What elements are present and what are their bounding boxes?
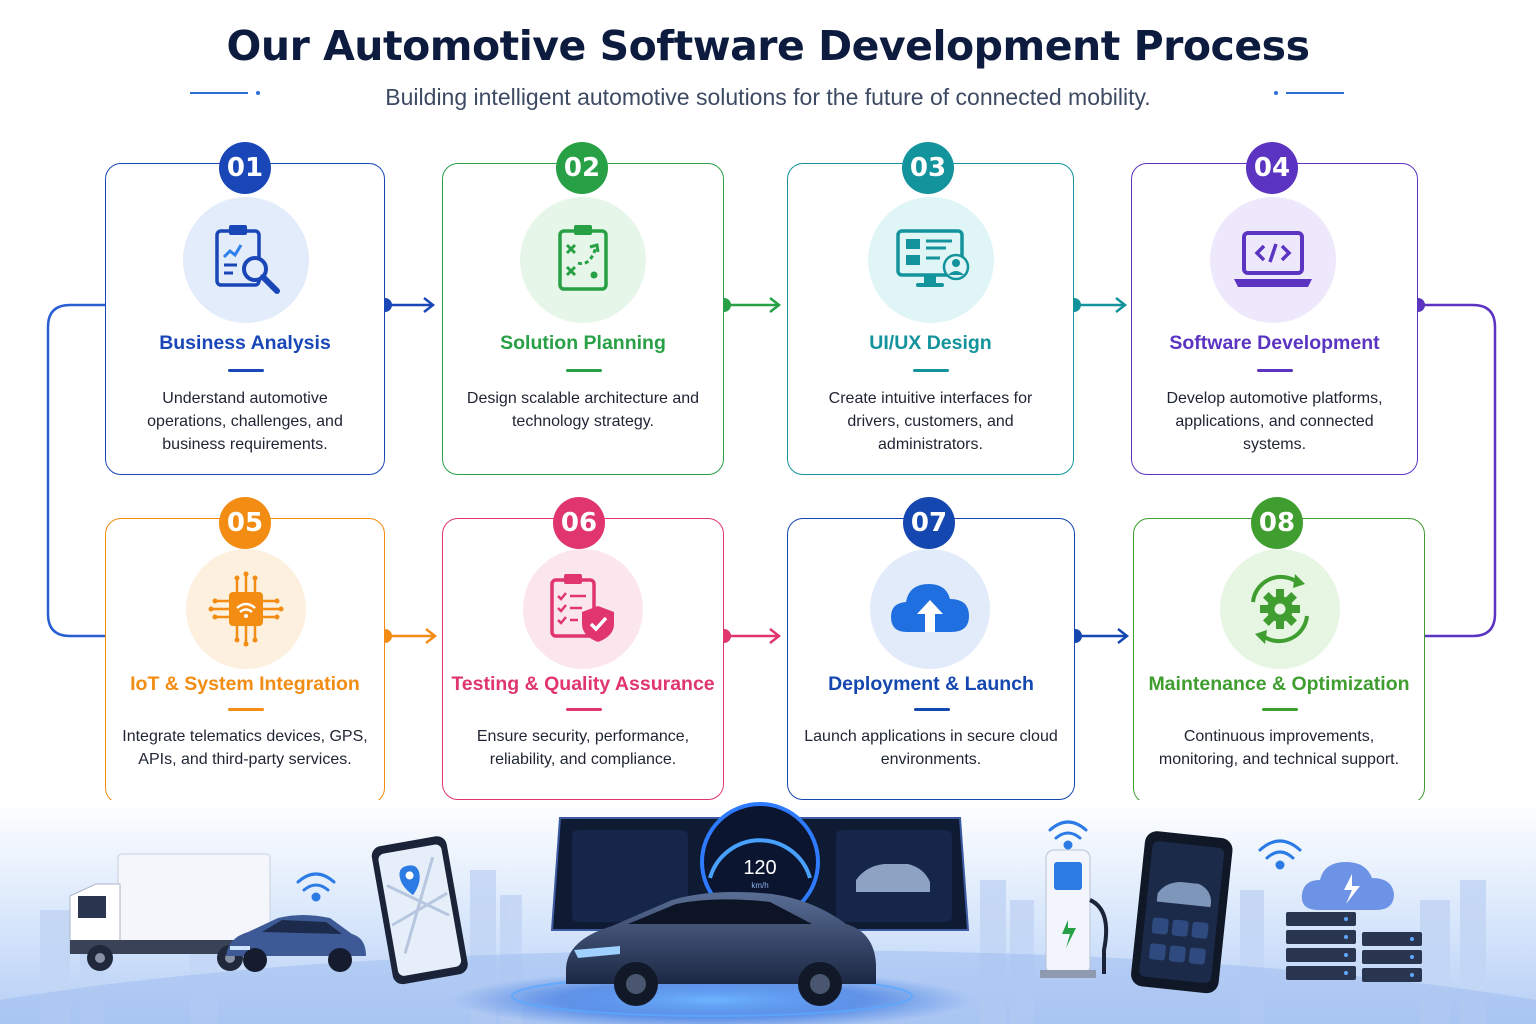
speed-unit: km/h <box>751 881 768 890</box>
step-number-badge: 01 <box>219 142 271 194</box>
step-number-badge: 06 <box>553 497 605 549</box>
step-title: IoT & System Integration <box>130 673 360 695</box>
right-loop-connector <box>1418 303 1497 638</box>
step-card-business-analysis: Business Analysis Understand automotive … <box>105 163 385 475</box>
title-underline <box>1262 708 1298 711</box>
step-description: Integrate telematics devices, GPS, APIs,… <box>122 728 368 768</box>
monitor-interface-icon <box>868 197 994 323</box>
step-card-iot-system-integration: IoT & System Integration Integrate telem… <box>105 518 385 804</box>
page-title: Our Automotive Software Development Proc… <box>226 22 1310 70</box>
step-title: UI/UX Design <box>869 332 992 354</box>
phone-app-icon <box>1131 831 1233 994</box>
speedometer-readout: 120 <box>743 857 776 879</box>
arrow-05-06 <box>378 628 438 644</box>
title-underline <box>1257 369 1293 372</box>
step-number-badge: 08 <box>1251 497 1303 549</box>
gear-cycle-icon <box>1220 549 1340 669</box>
subtitle-decoration-right <box>1274 91 1346 95</box>
phone-map-icon <box>371 836 468 985</box>
arrow-07-08 <box>1068 628 1130 644</box>
title-underline <box>228 369 264 372</box>
wifi-icon <box>1258 839 1302 870</box>
cloud-server-icon <box>1286 862 1422 982</box>
step-card-ui-ux-design: UI/UX Design Create intuitive interfaces… <box>787 163 1074 475</box>
step-description: Continuous improvements, monitoring, and… <box>1158 728 1400 768</box>
step-description: Ensure security, performance, reliabilit… <box>476 728 690 768</box>
step-description: Launch applications in secure cloud envi… <box>804 728 1058 768</box>
sedan-car-icon <box>226 915 366 972</box>
step-title: Maintenance & Optimization <box>1148 673 1410 695</box>
step-card-deployment-launch: Deployment & Launch Launch applications … <box>787 518 1075 800</box>
connected-mobility-scene: 120 km/h <box>0 800 1536 1024</box>
step-description: Create intuitive interfaces for drivers,… <box>828 390 1033 453</box>
strategy-board-icon <box>520 197 646 323</box>
step-card-software-development: Software Development Develop automotive … <box>1131 163 1418 475</box>
car-dashboard-display: 120 km/h <box>550 802 970 931</box>
step-description: Develop automotive platforms, applicatio… <box>1166 390 1383 453</box>
step-description: Design scalable architecture and technol… <box>466 390 700 430</box>
arrow-03-04 <box>1067 297 1128 313</box>
step-number-badge: 05 <box>219 497 271 549</box>
arrow-06-07 <box>717 628 782 644</box>
step-description: Understand automotive operations, challe… <box>147 390 343 453</box>
step-card-maintenance-optimization: Maintenance & Optimization Continuous im… <box>1133 518 1425 804</box>
subtitle-decoration-left <box>190 91 262 95</box>
iot-chip-icon <box>186 549 306 669</box>
arrow-01-02 <box>378 297 436 313</box>
wifi-icon <box>296 872 336 902</box>
title-underline <box>914 708 950 711</box>
title-underline <box>566 369 602 372</box>
cloud-upload-icon <box>870 549 990 669</box>
left-loop-connector <box>46 303 105 638</box>
title-underline <box>566 708 602 711</box>
laptop-code-icon <box>1210 197 1336 323</box>
step-title: Software Development <box>1169 332 1380 354</box>
arrow-02-03 <box>717 297 782 313</box>
wifi-icon <box>1048 820 1088 850</box>
scene-illustration: 120 km/h <box>0 800 1536 1024</box>
step-number-badge: 07 <box>903 497 955 549</box>
step-title: Testing & Quality Assurance <box>451 673 715 695</box>
main-sports-car <box>566 892 876 1006</box>
step-title: Solution Planning <box>500 332 666 354</box>
step-number-badge: 02 <box>556 142 608 194</box>
title-underline <box>913 369 949 372</box>
page-subtitle: Building intelligent automotive solution… <box>385 84 1151 110</box>
step-card-testing-quality-assurance: Testing & Quality Assurance Ensure secur… <box>442 518 724 800</box>
title-underline <box>228 708 264 711</box>
ev-charger-icon <box>1040 849 1109 978</box>
step-card-solution-planning: Solution Planning Design scalable archit… <box>442 163 724 475</box>
step-number-badge: 03 <box>902 142 954 194</box>
checklist-shield-icon <box>523 549 643 669</box>
step-title: Deployment & Launch <box>828 673 1034 695</box>
step-title: Business Analysis <box>159 332 331 354</box>
step-number-badge: 04 <box>1246 142 1298 194</box>
clipboard-search-icon <box>183 197 309 323</box>
